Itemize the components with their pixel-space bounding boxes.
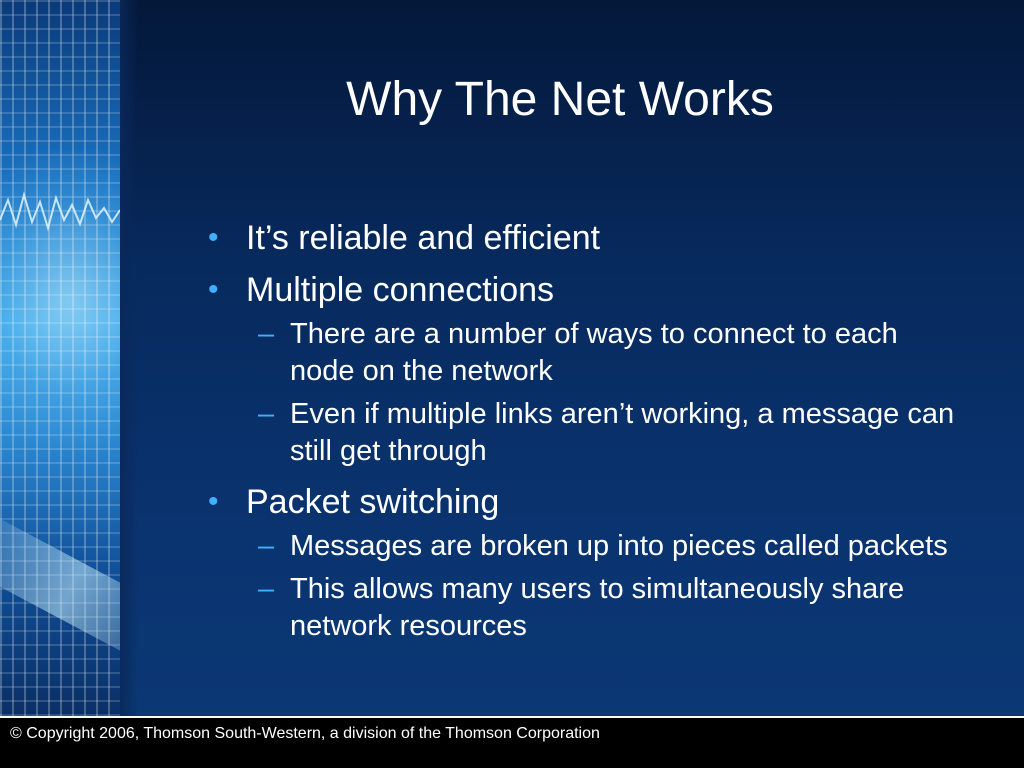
- sub-bullet-text: There are a number of ways to connect to…: [290, 318, 898, 387]
- bullet-text: It’s reliable and efficient: [246, 219, 601, 257]
- bullet-marker: •: [208, 485, 219, 518]
- footer-bar: © Copyright 2006, Thomson South-Western,…: [0, 716, 1024, 768]
- decorative-grid-strip: [0, 0, 120, 716]
- bullet-marker: •: [208, 273, 219, 306]
- sub-bullet-marker: –: [258, 573, 275, 605]
- copyright-text: © Copyright 2006, Thomson South-Western,…: [10, 725, 600, 742]
- bullet-list: • It’s reliable and efficient • Multiple…: [208, 218, 968, 645]
- sub-bullet-item: – This allows many users to simultaneous…: [208, 571, 968, 645]
- bullet-text: Packet switching: [246, 483, 500, 521]
- sub-bullet-item: – Even if multiple links aren’t working,…: [208, 396, 968, 470]
- strip-edge-shadow: [120, 0, 138, 716]
- bullet-item: • Packet switching: [208, 482, 968, 522]
- bullet-item: • Multiple connections: [208, 270, 968, 310]
- sub-bullet-text: Even if multiple links aren’t working, a…: [290, 398, 955, 467]
- strip-glow: [0, 150, 120, 450]
- sub-bullet-marker: –: [258, 398, 275, 430]
- sub-bullet-text: Messages are broken up into pieces calle…: [290, 530, 948, 562]
- sub-bullet-marker: –: [258, 530, 275, 562]
- slide-title: Why The Net Works: [346, 73, 774, 126]
- bullet-item: • It’s reliable and efficient: [208, 218, 968, 258]
- sub-bullet-item: – There are a number of ways to connect …: [208, 316, 968, 390]
- sub-bullet-text: This allows many users to simultaneously…: [290, 573, 905, 642]
- sub-bullet-item: – Messages are broken up into pieces cal…: [208, 528, 968, 565]
- bullet-text: Multiple connections: [246, 271, 555, 309]
- sub-bullet-marker: –: [258, 318, 275, 350]
- bullet-marker: •: [208, 221, 219, 254]
- waveform-graphic: [0, 191, 120, 232]
